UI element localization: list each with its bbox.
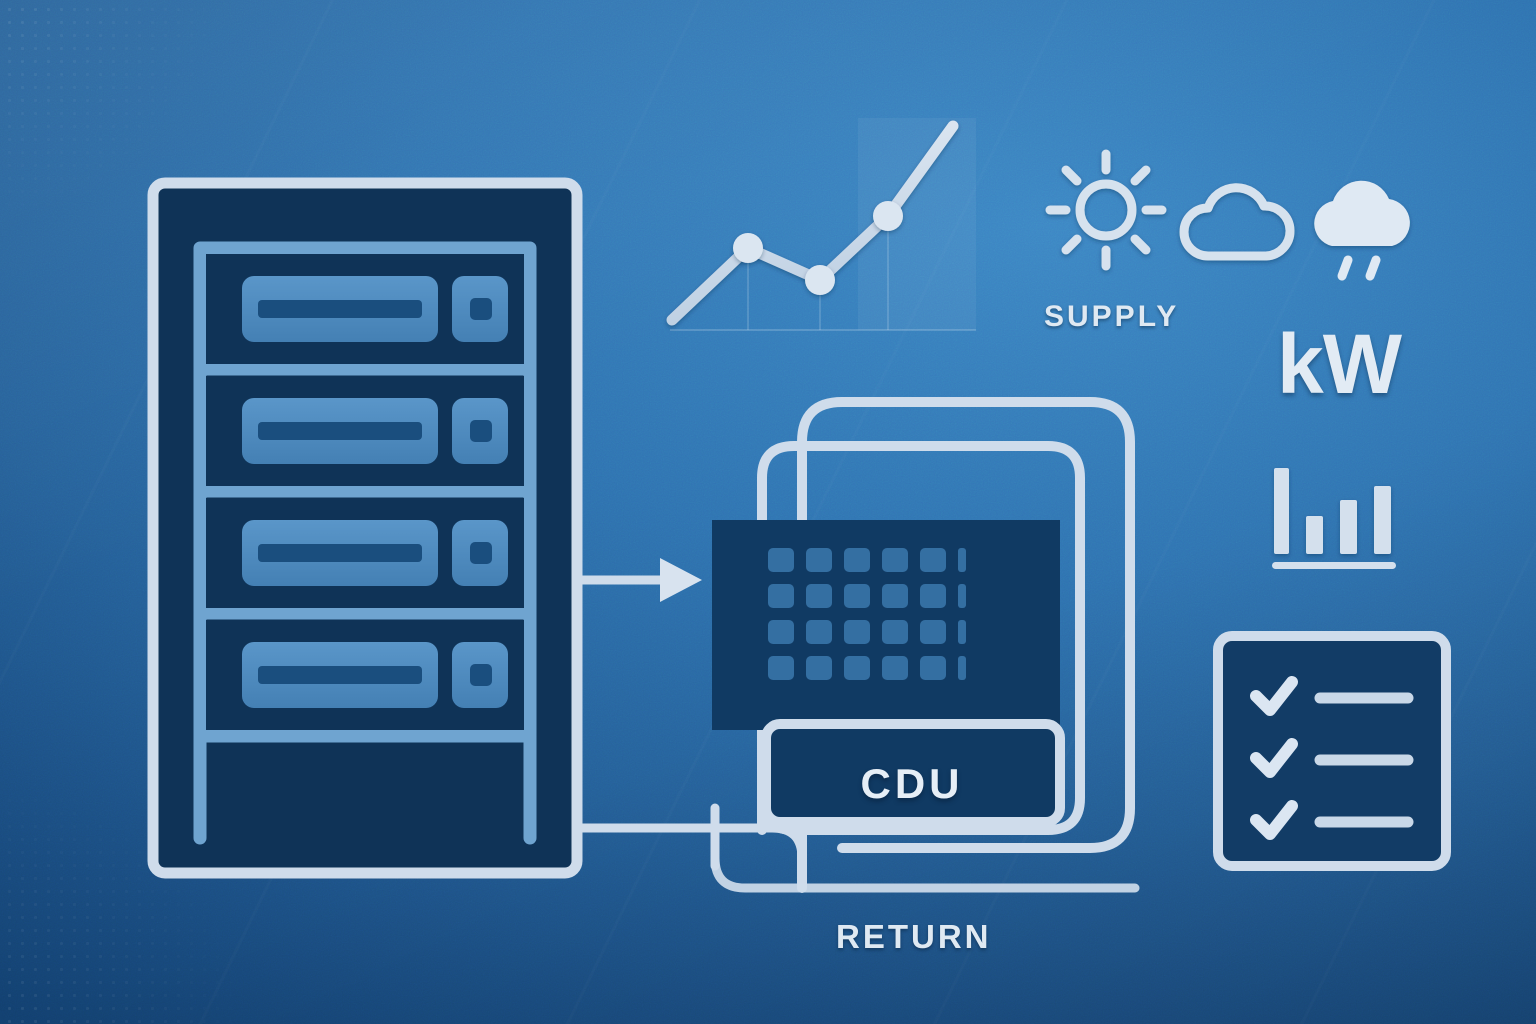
server-unit-2: [206, 376, 524, 486]
return-pipe-outer: [797, 397, 1135, 893]
vent-cell: [806, 620, 832, 644]
check-icon: [1250, 800, 1298, 840]
vent-cell: [806, 548, 832, 572]
compliance-checklist: [1213, 631, 1451, 871]
server-unit-4: [206, 620, 524, 730]
bar: [1374, 486, 1391, 554]
checklist-lines: [1314, 692, 1414, 828]
sun-icon: [1045, 149, 1167, 271]
return-pipe-sweep: [710, 853, 1140, 893]
vent-cell: [882, 584, 908, 608]
rain-cloud-icon: [1314, 180, 1410, 281]
rain-drops: [1337, 255, 1381, 281]
checklist-frame: [1213, 631, 1451, 871]
chart-data-point: [733, 233, 763, 263]
status-indicator-led: [470, 542, 492, 564]
vent-cell: [920, 548, 946, 572]
rack-shelves: [193, 362, 537, 743]
efficiency-trend-chart: [666, 118, 976, 331]
return-label: RETURN: [836, 918, 992, 955]
supply-pipe-loop: [757, 441, 1085, 835]
status-indicator-led: [470, 664, 492, 686]
vent-cell: [768, 656, 794, 680]
drive-bay-slit: [258, 300, 422, 318]
kw-unit-label: kW: [1277, 317, 1402, 411]
cooling-distribution-unit: [712, 520, 1065, 827]
check-icon: [1250, 738, 1298, 778]
server-unit-1: [206, 254, 524, 364]
vent-cell: [768, 584, 794, 608]
vent-cell-slim: [958, 584, 966, 608]
supply-label: SUPPLY: [1044, 300, 1180, 333]
bar: [1306, 516, 1323, 554]
status-indicator-led: [470, 298, 492, 320]
vent-cell: [920, 656, 946, 680]
vent-cell-slim: [958, 548, 966, 572]
power-bar-chart: [1272, 468, 1396, 569]
cdu-label-plate: [761, 719, 1065, 827]
vent-cell: [768, 548, 794, 572]
drive-bay-slit: [258, 666, 422, 684]
vent-cell: [920, 584, 946, 608]
vent-cell: [844, 656, 870, 680]
vent-cell: [882, 656, 908, 680]
vent-cell: [882, 620, 908, 644]
rain-cloud-shape: [1314, 180, 1410, 246]
bar-chart-baseline: [1272, 562, 1396, 569]
vent-cell: [920, 620, 946, 644]
chart-data-points: [733, 201, 903, 295]
chart-data-point: [873, 201, 903, 231]
cdu-vent-grid: [768, 548, 966, 680]
vent-cell: [806, 656, 832, 680]
chart-data-point: [805, 265, 835, 295]
check-icon: [1250, 676, 1298, 716]
vent-cell-slim: [958, 620, 966, 644]
rack-legs: [193, 729, 537, 845]
bar: [1274, 468, 1289, 554]
cdu-label: CDU: [860, 760, 964, 807]
cloud-shape: [1179, 183, 1295, 261]
arrow-head: [660, 558, 702, 602]
drive-bay-slit: [258, 544, 422, 562]
vent-cell: [882, 548, 908, 572]
vent-cell: [768, 620, 794, 644]
server-rack: [147, 177, 583, 879]
checklist-checkmarks: [1250, 676, 1298, 840]
drive-bay-slit: [258, 422, 422, 440]
supply-pipe-path: [757, 441, 1085, 835]
vent-cell: [844, 620, 870, 644]
vent-cell: [806, 584, 832, 608]
vent-cell-slim: [958, 656, 966, 680]
bar-chart-bars: [1274, 468, 1391, 554]
server-unit-3: [206, 498, 524, 608]
vent-cell: [844, 584, 870, 608]
cloud-icon: [1179, 183, 1295, 261]
bar: [1340, 500, 1357, 554]
vent-cell: [844, 548, 870, 572]
status-indicator-led: [470, 420, 492, 442]
